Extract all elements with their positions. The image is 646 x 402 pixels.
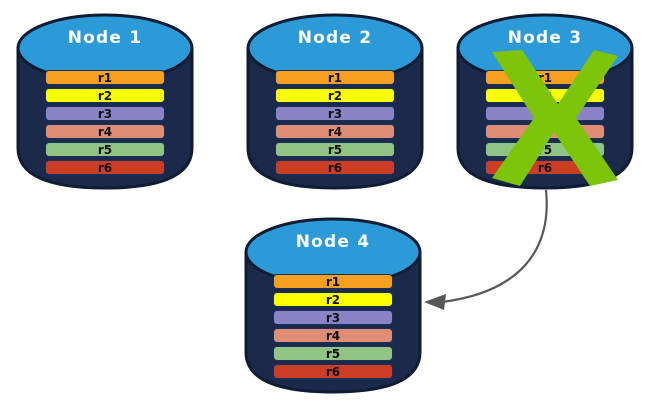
record-bar-r6[interactable]: r6 [485,160,605,175]
node-cylinder-node2[interactable]: Node 2 r1 r2 r3 r4 r5 r6 [246,8,424,190]
record-bar-r2[interactable]: r2 [45,88,165,103]
node-cylinder-node4[interactable]: Node 4 r1 r2 r3 r4 r5 r6 [244,212,422,394]
record-bar-r2[interactable]: r2 [485,88,605,103]
record-bar-r4[interactable]: r4 [485,124,605,139]
record-bar-r1[interactable]: r1 [485,70,605,85]
record-bar-r3[interactable]: r3 [273,310,393,325]
record-bar-r5[interactable]: r5 [45,142,165,157]
record-bar-r6[interactable]: r6 [273,364,393,379]
record-bar-r2[interactable]: r2 [275,88,395,103]
record-bar-r1[interactable]: r1 [45,70,165,85]
record-bar-r5[interactable]: r5 [275,142,395,157]
record-bar-r6[interactable]: r6 [45,160,165,175]
record-bar-r4[interactable]: r4 [273,328,393,343]
record-stack: r1 r2 r3 r4 r5 r6 [456,70,634,175]
record-bar-r5[interactable]: r5 [273,346,393,361]
record-bar-r3[interactable]: r3 [45,106,165,121]
record-bar-r5[interactable]: r5 [485,142,605,157]
record-bar-r4[interactable]: r4 [45,124,165,139]
record-stack: r1 r2 r3 r4 r5 r6 [246,70,424,175]
record-bar-r3[interactable]: r3 [485,106,605,121]
record-bar-r4[interactable]: r4 [275,124,395,139]
record-bar-r6[interactable]: r6 [275,160,395,175]
node-cylinder-node3[interactable]: Node 3 r1 r2 r3 r4 r5 r6 [456,8,634,190]
node-cylinder-node1[interactable]: Node 1 r1 r2 r3 r4 r5 r6 [16,8,194,190]
record-bar-r1[interactable]: r1 [275,70,395,85]
record-bar-r2[interactable]: r2 [273,292,393,307]
record-stack: r1 r2 r3 r4 r5 r6 [16,70,194,175]
record-bar-r3[interactable]: r3 [275,106,395,121]
record-stack: r1 r2 r3 r4 r5 r6 [244,274,422,379]
record-bar-r1[interactable]: r1 [273,274,393,289]
